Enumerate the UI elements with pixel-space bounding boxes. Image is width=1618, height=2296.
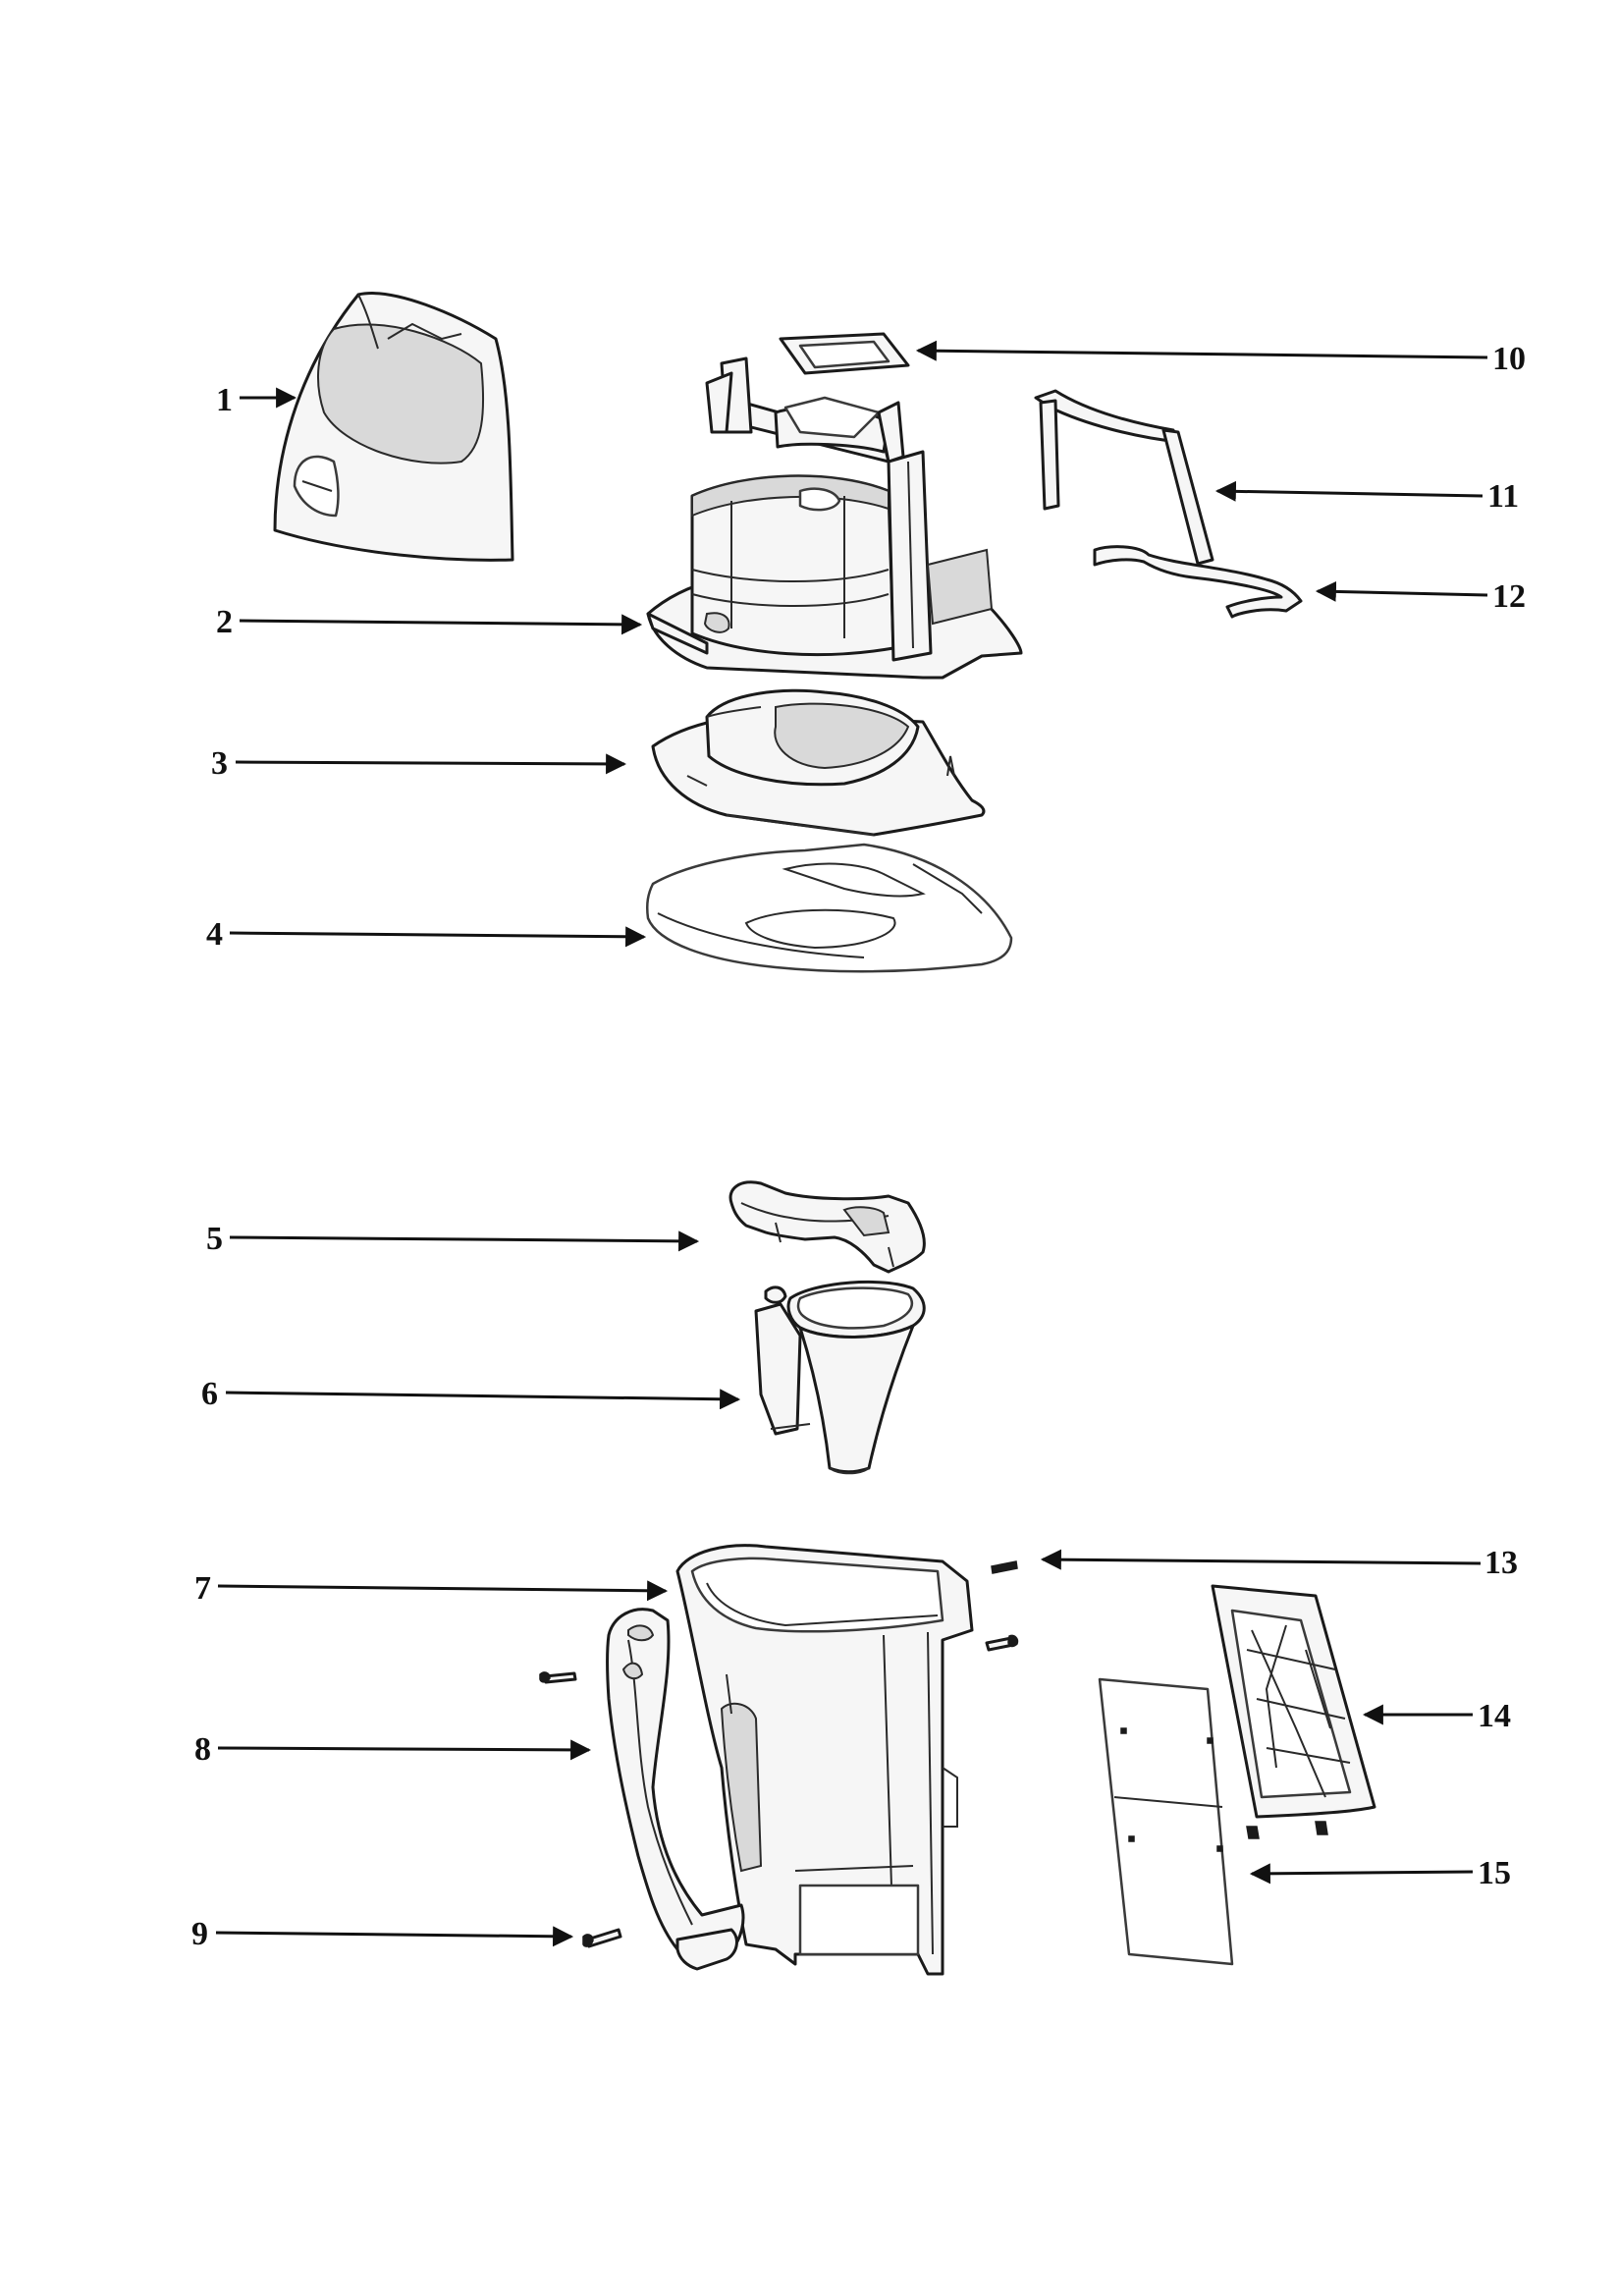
leader-line-2: [239, 614, 643, 635]
part-14-grille-panel: [1211, 1584, 1376, 1839]
part-5-funnel-collar: [728, 1180, 926, 1274]
leader-line-5: [229, 1230, 700, 1252]
callout-label-5: 5: [206, 1221, 223, 1257]
part-11-spout-tube: [1034, 389, 1214, 566]
part-2-main-housing: [646, 356, 1023, 680]
callout-label-10: 10: [1492, 341, 1526, 377]
callout-2: 2: [216, 604, 643, 640]
part-10-gasket: [779, 332, 910, 375]
part-1-top-cover: [273, 292, 514, 562]
part-9-screw: [582, 1928, 622, 1948]
callout-7: 7: [194, 1570, 669, 1607]
leader-line-11: [1214, 480, 1483, 502]
leader-line-7: [217, 1580, 669, 1602]
leader-line-6: [225, 1389, 741, 1410]
callout-6: 6: [201, 1376, 741, 1412]
callout-3: 3: [211, 745, 627, 782]
callout-label-4: 4: [206, 916, 223, 953]
leader-line-15: [1249, 1863, 1474, 1885]
callout-label-2: 2: [216, 604, 233, 640]
callout-label-8: 8: [194, 1731, 211, 1768]
leader-line-12: [1315, 580, 1488, 602]
part-4-base-plate: [645, 843, 1013, 973]
part-7-water-reservoir: [675, 1544, 974, 1976]
part-8-handle: [606, 1608, 745, 1971]
leader-line-10: [915, 340, 1488, 361]
part-12-wire-bracket: [1093, 545, 1303, 619]
callout-9: 9: [191, 1916, 574, 1952]
callout-12: 12: [1315, 578, 1526, 615]
callout-label-3: 3: [211, 745, 228, 782]
leader-line-13: [1040, 1549, 1482, 1570]
callout-label-12: 12: [1492, 578, 1526, 615]
leader-line-4: [229, 926, 647, 948]
loose-screw-right: [985, 1634, 1019, 1652]
callout-label-11: 11: [1487, 478, 1519, 515]
leader-line-9: [215, 1926, 574, 1947]
part-13-screw: [991, 1560, 1018, 1574]
callout-label-13: 13: [1484, 1545, 1518, 1581]
loose-screw-left: [539, 1671, 577, 1684]
callout-8: 8: [194, 1731, 592, 1768]
part-15-back-cover: [1098, 1677, 1234, 1966]
part-3-inner-tray: [651, 688, 986, 837]
callout-4: 4: [206, 916, 647, 953]
callout-14: 14: [1362, 1698, 1511, 1734]
callout-label-9: 9: [191, 1916, 208, 1952]
callout-15: 15: [1249, 1855, 1511, 1891]
callout-11: 11: [1214, 478, 1519, 515]
leader-line-8: [217, 1739, 592, 1761]
callout-label-1: 1: [216, 382, 233, 418]
callout-1: 1: [216, 382, 297, 418]
callout-5: 5: [206, 1221, 700, 1257]
callout-label-7: 7: [194, 1570, 211, 1607]
callout-label-14: 14: [1478, 1698, 1511, 1734]
callout-label-15: 15: [1478, 1855, 1511, 1891]
leader-line-3: [235, 753, 627, 775]
callout-10: 10: [915, 340, 1526, 377]
part-6-filter-funnel: [754, 1280, 926, 1475]
callout-label-6: 6: [201, 1376, 218, 1412]
callout-13: 13: [1040, 1545, 1518, 1581]
